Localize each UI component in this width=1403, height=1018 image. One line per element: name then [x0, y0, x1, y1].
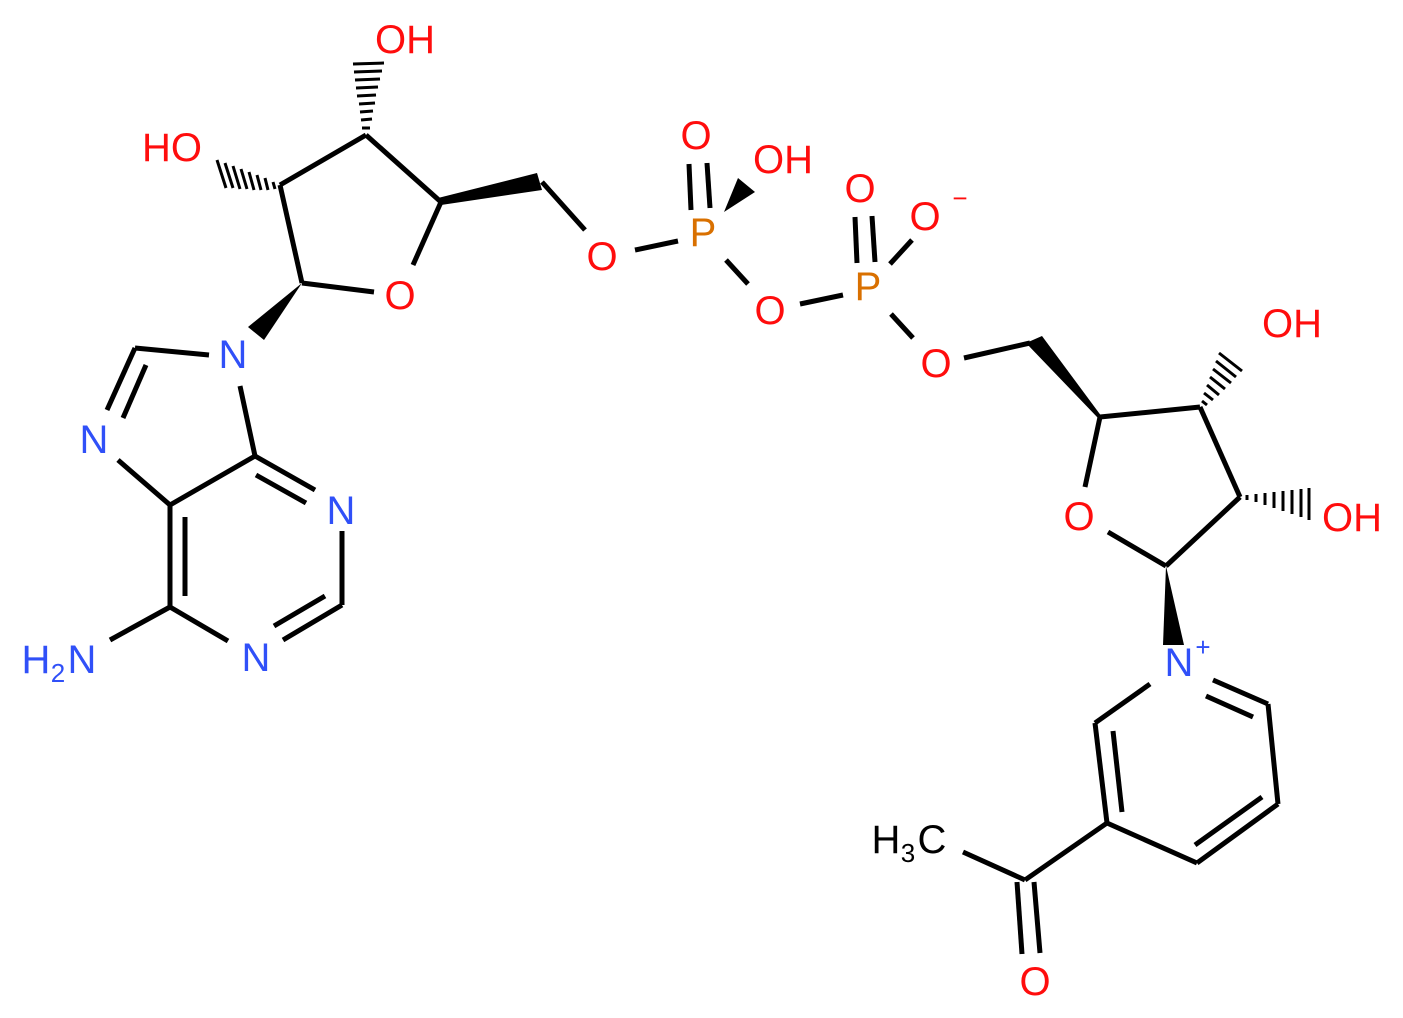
- label-ester-o-2: O: [920, 342, 951, 386]
- label-double-o-1: O: [680, 114, 711, 158]
- label-oh-c3-nicotinamide: OH: [1262, 302, 1322, 346]
- label-oh-p1: OH: [753, 138, 813, 182]
- wedge-bond-c4-c5: [438, 173, 542, 205]
- label-oh-c2-nicotinamide: OH: [1322, 496, 1382, 540]
- label-o-minus: O: [909, 195, 940, 239]
- label-adenine-n3: N: [327, 489, 356, 533]
- nicotinamide-ribose: [1026, 336, 1311, 645]
- label-negative-charge: −: [952, 183, 967, 213]
- label-pyridinium-n: N: [1165, 641, 1194, 685]
- atom-labels: OH HO O O P O OH O P O O − O OH OH O N +…: [22, 18, 1382, 1004]
- label-oh-c3-adenosine: OH: [375, 18, 435, 62]
- label-adenine-n1: N: [242, 636, 271, 680]
- hash-bond-c3-oh: [352, 61, 385, 130]
- label-amine-subscript: 2: [51, 658, 65, 688]
- label-adenine-n7: N: [80, 418, 109, 462]
- wedge-bond-c5-c4: [1026, 336, 1102, 418]
- hash-bond-c2pp-oh: [1245, 488, 1311, 520]
- label-phosphorus-1: P: [690, 211, 717, 255]
- adenosine-ribose: [215, 61, 587, 340]
- adenine-ring: [104, 345, 345, 644]
- wedge-bond-c1-n9: [248, 283, 302, 340]
- label-bridge-o: O: [754, 289, 785, 333]
- label-methyl-c: C: [918, 818, 947, 862]
- wedge-bond-c1pp-n: [1163, 566, 1184, 645]
- label-amine-h: H: [22, 638, 51, 682]
- label-ring-o-adenosine: O: [384, 274, 415, 318]
- label-phosphorus-2: P: [855, 265, 882, 309]
- label-double-o-2: O: [844, 167, 875, 211]
- label-carbonyl-o: O: [1019, 960, 1050, 1004]
- phosphate-chain: [634, 162, 1031, 361]
- hash-bond-c3pp-oh: [1201, 351, 1243, 407]
- label-amine-n: N: [68, 638, 97, 682]
- pyridinium-ring: [961, 677, 1281, 955]
- label-adenine-n9: N: [219, 333, 248, 377]
- label-positive-charge: +: [1195, 632, 1210, 662]
- label-methyl-h: H: [872, 818, 901, 862]
- label-ring-o-nicotinamide: O: [1063, 495, 1094, 539]
- label-ester-o-1: O: [586, 235, 617, 279]
- label-ho-c2-adenosine: HO: [142, 126, 202, 170]
- wedge-bond-p-oh: [724, 178, 755, 212]
- hash-bond-c2-oh: [215, 159, 277, 191]
- label-methyl-subscript: 3: [901, 838, 915, 868]
